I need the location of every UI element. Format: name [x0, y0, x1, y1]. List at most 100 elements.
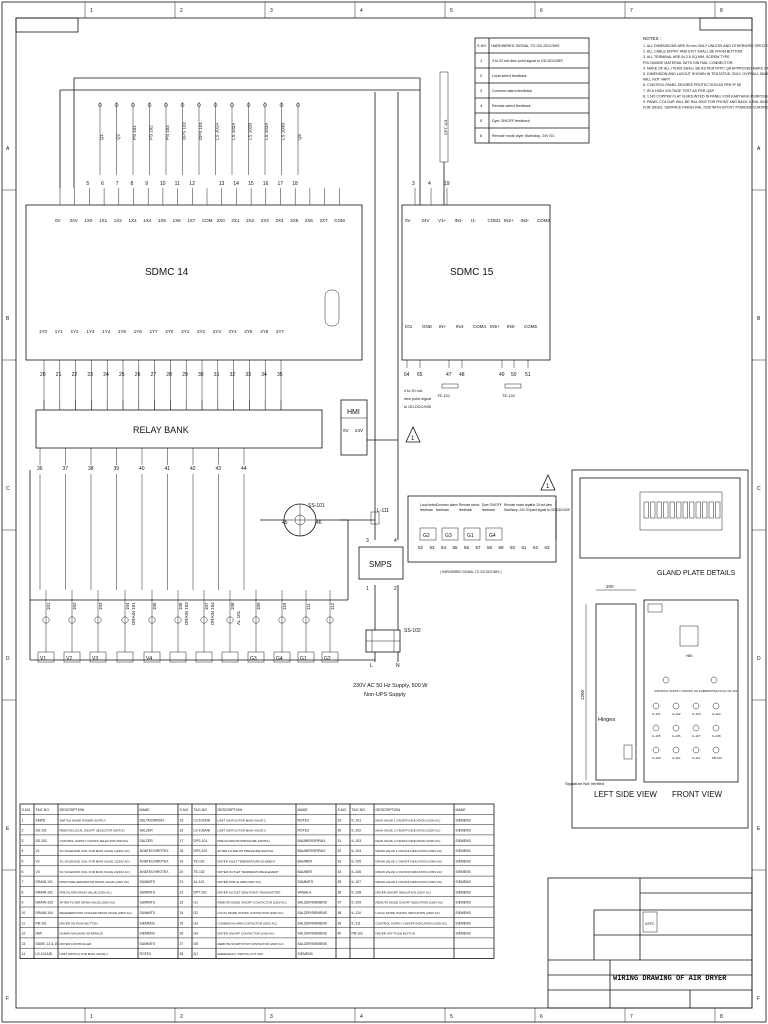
note-line: POLYAMIDE MATERIAL WITH DIN RAIL CONNECT…: [643, 61, 733, 65]
bom-cell: AVIATECH/ROTEX: [140, 849, 170, 853]
sdmc14-input: LS 101A: [215, 123, 220, 140]
sdmc14-bottom-terminal: 2Y1: [181, 329, 190, 334]
relay-bottom-wire: 39: [114, 466, 120, 472]
sdmc14-top-terminal: 2X3: [261, 218, 270, 223]
load-tag: V3: [92, 656, 98, 662]
ac-n: N: [396, 663, 400, 669]
feedback-term: 61: [522, 545, 528, 550]
sdmc14-bottom-terminal: 1Y3: [86, 329, 95, 334]
front-lamp2: REMOTE/LOCAL SS-101: [703, 689, 738, 693]
bom-cell: SC SOLENOID COIL FOR MAIN VALVE 2(230V A…: [60, 870, 130, 874]
note-line: 2. ALL CABLE ENTRY AND EXIT SHALL BE FRO…: [643, 50, 743, 54]
sdmc15-bottom-terminal: IN5+: [490, 324, 500, 329]
relay-bank-label: RELAY BANK: [133, 425, 189, 435]
front-lamp-label: IL-101: [652, 712, 661, 716]
sdmc14-bottom-terminal: 2Y4: [229, 329, 238, 334]
feedback-term: 56: [464, 545, 470, 550]
load-tag: G1: [300, 656, 307, 662]
bom-cell: G3: [194, 921, 199, 925]
sdmc14-top-terminal: 1X3: [129, 218, 138, 223]
bom-cell: HUMAN MACHINE INTERFACE: [60, 932, 103, 936]
drawing-title: WIRING DRAWING OF AIR DRYER: [613, 975, 727, 983]
bom-cell: MAIN VALVE 2 ON/OFF INDICATION (230V AC): [376, 829, 441, 833]
sdmc14-top-wire: 13: [219, 181, 225, 187]
sdmc14-bottom-terminal: 1Y4: [102, 329, 111, 334]
svg-text:1: 1: [411, 436, 415, 442]
col-mark: 8: [720, 8, 723, 14]
bom-cell: LIMIT SWITCH FOR MAIN VALVE 3: [218, 829, 267, 833]
sdmc14-top-wire: 16: [263, 181, 269, 187]
feedback-label: Common alarm: [436, 503, 458, 507]
hw-row-signal: Common alarm feedback: [492, 89, 532, 93]
bom-cell: SIEMENS: [456, 829, 472, 833]
sdmc14-top-wire: 5: [86, 181, 89, 187]
sdmc14-input: Q5: [297, 133, 302, 140]
ss101-wire-45: 45: [282, 520, 288, 526]
feedback-coil: G1: [467, 533, 474, 539]
bom-header: TAG NO: [36, 808, 50, 812]
bom-cell: LIMIT SWITCH FOR MAIN VALVE 2: [218, 818, 267, 822]
col-mark: 4: [360, 1014, 363, 1020]
relay-bottom-wire: 43: [216, 466, 222, 472]
bom-cell: 37: [338, 901, 342, 905]
front-lamp-label: IL-110: [672, 756, 681, 760]
bom-cell: SC SOLENOID COIL FOR MAIN VALVE 1(230V A…: [60, 849, 130, 853]
bom-cell: ROTEX: [140, 952, 152, 956]
bom-cell: SALZER/SIEMENS: [298, 942, 328, 946]
relay-bottom-wire: 37: [63, 466, 69, 472]
sdmc14-top-wire: 8: [131, 181, 134, 187]
note-line: 4. MAKE OF ALL ITEMS SHALL BE AS PER NTP…: [643, 66, 768, 70]
bom-cell: TE-102: [194, 870, 205, 874]
gland-plate-title: GLAND PLATE DETAILS: [657, 570, 736, 577]
smps-block: SMPS 3 4 1 2: [358, 538, 404, 592]
feedback-label: Dyer ON/OFF: [482, 503, 502, 507]
bom-cell: 21: [180, 880, 184, 884]
feedback-term: 53: [430, 545, 436, 550]
load-wire: 110: [282, 602, 287, 610]
hw-row-sno: 4: [480, 103, 483, 108]
sdmc14-bottom-terminal: 2Y2: [197, 329, 206, 334]
bom-cell: SUMMITS: [140, 942, 156, 946]
sdmc14-input: Q2: [116, 133, 121, 140]
hmi-0v: 0V: [343, 428, 349, 433]
supply-switch-ss102: SS-102 L N 230V AC 50 Hz Supply, 500 W N…: [353, 628, 428, 698]
sdmc15-bottom-wire: 49: [499, 372, 505, 378]
ss101-wire-46: 46: [316, 520, 322, 526]
bom-cell: IL-104: [352, 849, 362, 853]
bom-cell: DRAIN-104: [36, 911, 53, 915]
bom-cell: IL-109: [352, 901, 362, 905]
bom-cell: MOISTURE SEPARATOR DRAIN VALVE (230V AC): [60, 880, 130, 884]
sdmc14-top-terminal: 2X0: [217, 218, 226, 223]
sdmc15-top-terminal: COM1: [488, 218, 501, 223]
bom-cell: 12: [22, 932, 26, 936]
row-mark: E: [757, 826, 761, 832]
bom-cell: SDMC 14 & 15: [36, 942, 59, 946]
bom-cell: 11: [22, 921, 26, 925]
smps-wire-2: 2: [394, 586, 397, 592]
bom-cell: SIEMENS: [456, 839, 472, 843]
bom-header: MAKE: [456, 808, 467, 812]
sdmc14-bottom-wire: 26: [135, 372, 141, 378]
col-mark: 3: [270, 8, 273, 14]
bom-cell: SIEMENS: [456, 880, 472, 884]
sdmc14-bottom-wire: 23: [87, 372, 93, 378]
bom-cell: DRYER OFF PUSH BUTTON: [376, 932, 416, 936]
sdmc14-bottom-wire: 31: [214, 372, 220, 378]
bom-cell: DRAIN VALVE 2 ON/OFF INDICATION (230V AC…: [376, 860, 443, 864]
relay-bottom-wire: 44: [241, 466, 247, 472]
sdmc14-top-terminal: COM: [334, 218, 345, 223]
front-lamp-label: IL-102: [672, 712, 681, 716]
row-mark: D: [6, 656, 10, 662]
feedback-label: 4 to 20 mA dew: [530, 503, 553, 507]
feedback-term: 62: [533, 545, 539, 550]
sdmc14-top-terminal: 1X6: [173, 218, 182, 223]
bom-cell: TE-101: [194, 860, 205, 864]
feedback-term: 59: [499, 545, 505, 550]
bom-header: DESCRIPTION: [218, 808, 243, 812]
front-lamp-label: IL-109: [652, 756, 661, 760]
bom-cell: SUMMITS: [140, 911, 156, 915]
bom-cell: 9: [22, 901, 24, 905]
